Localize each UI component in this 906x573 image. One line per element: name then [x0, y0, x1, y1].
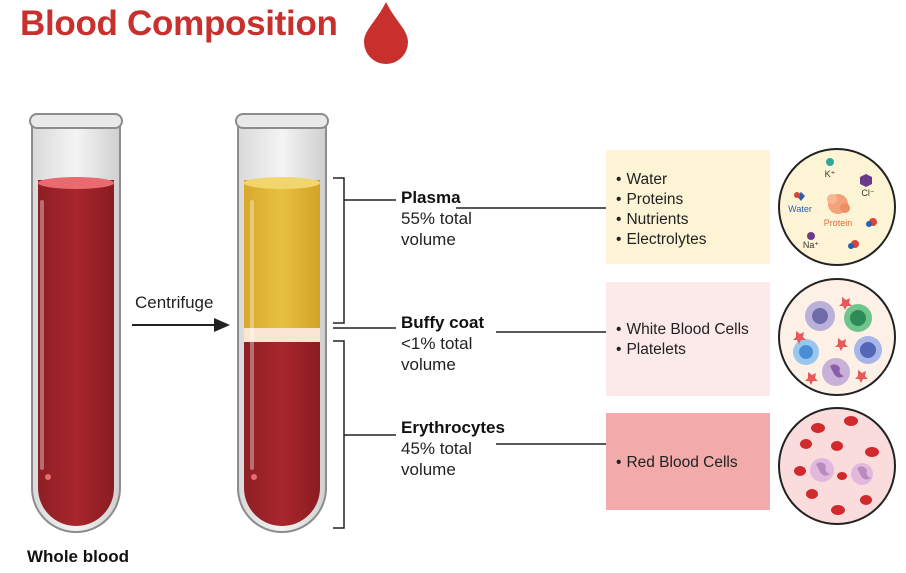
plasma-label-group: Plasma 55% total volume — [401, 188, 472, 250]
buffy-coat-components-list: White Blood Cells Platelets — [616, 320, 770, 360]
whole-blood-label: Whole blood — [27, 547, 129, 566]
buffy-coat-percent: <1% total — [401, 334, 473, 353]
list-item: Nutrients — [616, 210, 770, 230]
erythrocytes-components-box: Red Blood Cells — [606, 413, 770, 510]
sodium-label: Na⁺ — [803, 240, 820, 250]
centrifuge-label: Centrifuge — [135, 293, 214, 312]
list-item: Electrolytes — [616, 230, 770, 250]
plasma-percent: 55% total — [401, 209, 472, 228]
erythrocytes-percent-unit: volume — [401, 460, 456, 479]
plasma-components-box: Water Proteins Nutrients Electrolytes — [606, 150, 770, 264]
blood-drop-icon — [364, 2, 408, 64]
list-item: Proteins — [616, 190, 770, 210]
potassium-label: K⁺ — [825, 169, 836, 179]
plasma-composition-circle: K⁺ Cl⁻ Water Protein Na⁺ — [778, 148, 896, 266]
list-item: Platelets — [616, 340, 770, 360]
list-item: Red Blood Cells — [616, 453, 770, 473]
list-item: White Blood Cells — [616, 320, 770, 340]
plasma-name: Plasma — [401, 188, 461, 207]
water-label: Water — [788, 204, 812, 214]
erythrocytes-components-list: Red Blood Cells — [616, 453, 770, 473]
erythrocytes-percent: 45% total — [401, 439, 472, 458]
potassium-ion-icon — [826, 158, 834, 166]
whole-blood-tube — [29, 113, 123, 533]
plasma-percent-unit: volume — [401, 230, 456, 249]
red-blood-cells-circle — [778, 407, 896, 525]
sodium-ion-icon — [807, 232, 815, 240]
erythrocytes-name: Erythrocytes — [401, 418, 505, 437]
bracket-lines — [333, 177, 606, 529]
buffy-coat-label-group: Buffy coat <1% total volume — [401, 313, 484, 375]
chloride-label: Cl⁻ — [861, 188, 874, 198]
list-item: Water — [616, 170, 770, 190]
buffy-coat-name: Buffy coat — [401, 313, 485, 332]
buffy-coat-components-box: White Blood Cells Platelets — [606, 282, 770, 396]
centrifuge-arrow-icon — [132, 318, 230, 332]
buffy-coat-percent-unit: volume — [401, 355, 456, 374]
chloride-ion-icon — [860, 174, 872, 187]
protein-label: Protein — [824, 218, 853, 228]
plasma-components-list: Water Proteins Nutrients Electrolytes — [616, 170, 770, 250]
separated-blood-tube — [235, 113, 329, 533]
white-blood-cells-circle — [778, 278, 896, 396]
erythrocytes-label-group: Erythrocytes 45% total volume — [401, 418, 505, 480]
page-title: Blood Composition — [20, 4, 338, 43]
